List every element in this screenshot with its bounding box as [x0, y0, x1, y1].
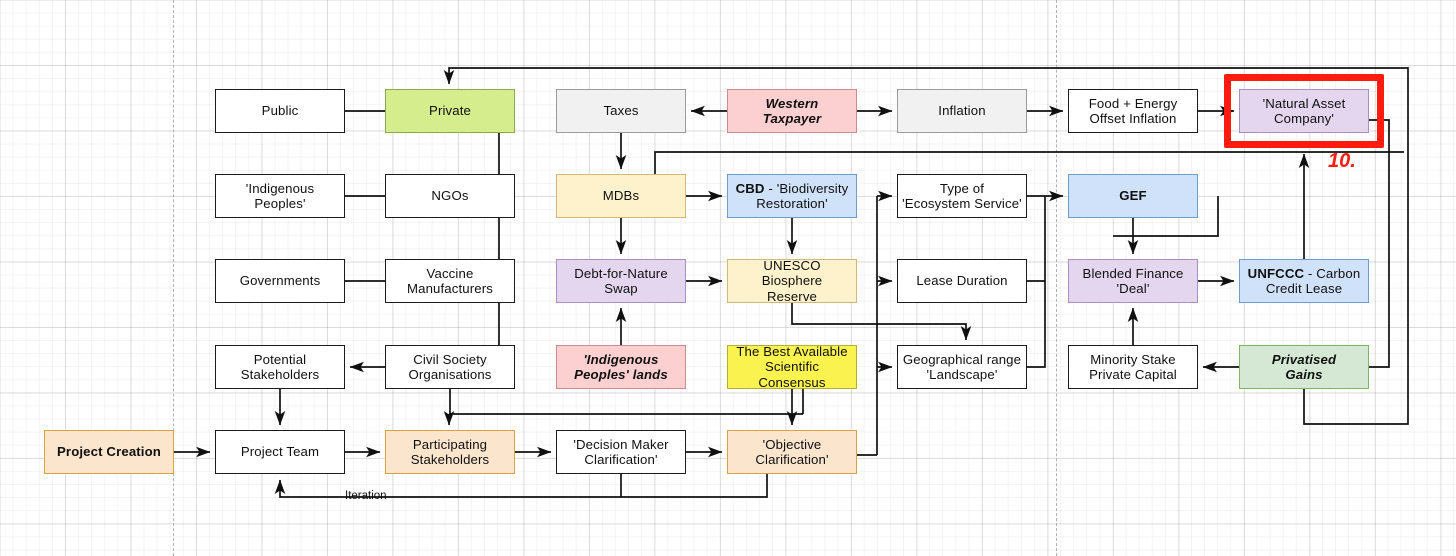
node-governments[interactable]: Governments: [215, 259, 345, 303]
edge-label-iteration: Iteration: [345, 490, 387, 502]
highlight-ring-natural-asset-company: [1224, 74, 1384, 148]
node-ngos[interactable]: NGOs: [385, 174, 515, 218]
node-label: Lease Duration: [916, 273, 1008, 289]
node-indigenous-peoples[interactable]: 'Indigenous Peoples': [215, 174, 345, 218]
node-label: Project Team: [240, 444, 320, 460]
node-label: MDBs: [602, 188, 640, 204]
node-label: Public: [261, 103, 299, 119]
node-label: Governments: [239, 273, 321, 289]
node-ecosystem-service[interactable]: Type of'Ecosystem Service': [897, 174, 1027, 218]
node-label: Inflation: [938, 103, 986, 119]
node-blended-finance[interactable]: Blended Finance'Deal': [1068, 259, 1198, 303]
node-lease-duration[interactable]: Lease Duration: [897, 259, 1027, 303]
node-private[interactable]: Private: [385, 89, 515, 133]
node-taxes[interactable]: Taxes: [556, 89, 686, 133]
page-break-right: [1056, 0, 1057, 556]
node-inflation[interactable]: Inflation: [897, 89, 1027, 133]
node-label: Debt-for-Nature Swap: [574, 265, 668, 297]
node-project-team[interactable]: Project Team: [215, 430, 345, 474]
node-mdbs[interactable]: MDBs: [556, 174, 686, 218]
node-label: 'Indigenous Peoples': [245, 180, 315, 212]
edge-unesco-to-geographical-range: [791, 303, 972, 341]
node-label: GEF: [1119, 188, 1147, 204]
node-gef[interactable]: GEF: [1068, 174, 1198, 218]
node-project-creation[interactable]: Project Creation: [44, 430, 174, 474]
node-geographical-range[interactable]: Geographical range'Landscape': [897, 345, 1027, 389]
node-label: Private: [429, 103, 471, 119]
node-label: Project Creation: [57, 444, 161, 460]
node-label: Blended Finance'Deal': [1082, 265, 1184, 297]
edge-geographical-range-bus: [1027, 281, 1046, 368]
node-public[interactable]: Public: [215, 89, 345, 133]
edge-civil-society-down: [449, 389, 451, 415]
node-debt-for-nature-swap[interactable]: Debt-for-Nature Swap: [556, 259, 686, 303]
node-label: Geographical range'Landscape': [902, 351, 1022, 383]
annotation-number-10: 10.: [1328, 150, 1356, 172]
node-label: NGOs: [431, 188, 469, 204]
edge-lease-duration-bus: [1027, 196, 1046, 282]
node-label: Type of'Ecosystem Service': [902, 180, 1022, 212]
page-break-left: [173, 0, 174, 556]
node-label: Taxes: [603, 103, 639, 119]
